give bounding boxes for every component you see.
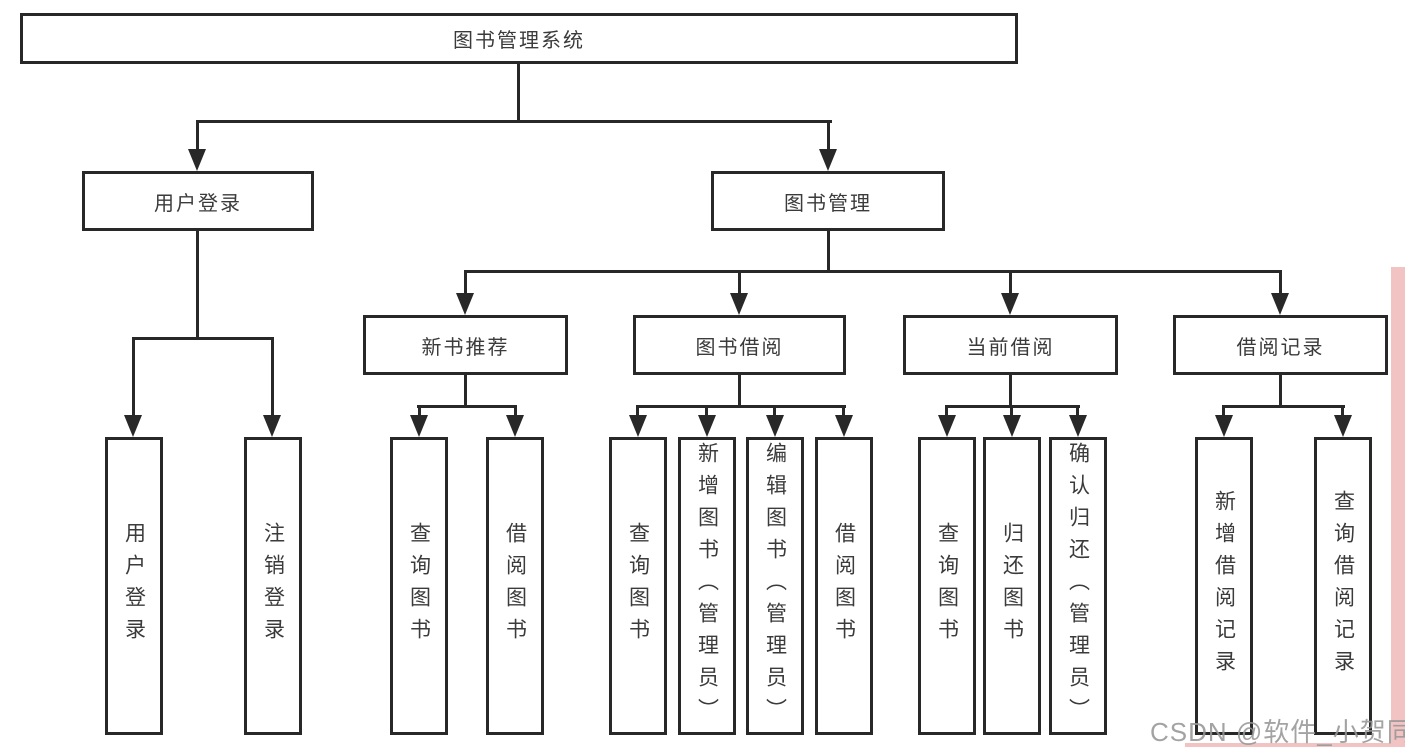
leaf-records-query-record: 查询借阅记录 (1314, 437, 1372, 735)
connector-line (464, 374, 467, 407)
leaf-borrow-query-books: 查询图书 (609, 437, 667, 735)
connector-line (636, 405, 639, 419)
node-library-system-label: 图书管理系统 (453, 30, 585, 52)
node-library-system: 图书管理系统 (20, 13, 1018, 64)
arrow-down-icon (819, 149, 837, 171)
leaf-user-login-label: 用户登录 (122, 522, 146, 650)
arrow-down-icon (1215, 415, 1233, 437)
node-book-management: 图书管理 (711, 171, 945, 231)
leaf-logout-label: 注销登录 (261, 522, 285, 650)
leaf-records-query-record-label: 查询借阅记录 (1331, 490, 1355, 682)
arrow-down-icon (766, 415, 784, 437)
arrow-down-icon (629, 415, 647, 437)
leaf-current-confirm-return-admin: 确认归还（管理员） (1049, 437, 1107, 735)
connector-line (827, 231, 830, 272)
connector-line (827, 120, 830, 152)
arrow-down-icon (1003, 415, 1021, 437)
leaf-user-login: 用户登录 (105, 437, 163, 735)
leaf-newbook-query-books: 查询图书 (390, 437, 448, 735)
connector-line (1009, 270, 1012, 296)
leaf-borrow-edit-books-admin-label: 编辑图书（管理员） (763, 442, 787, 730)
leaf-records-add-record-label: 新增借阅记录 (1212, 490, 1236, 682)
edge-highlight-strip-bottom (1185, 743, 1405, 747)
connector-line (517, 64, 520, 122)
leaf-borrow-edit-books-admin: 编辑图书（管理员） (746, 437, 804, 735)
connector-line (1009, 374, 1012, 407)
connector-line (1279, 270, 1282, 296)
connector-line (636, 405, 846, 408)
arrow-down-icon (1271, 293, 1289, 315)
leaf-borrow-borrow-books: 借阅图书 (815, 437, 873, 735)
connector-line (773, 405, 776, 419)
arrow-down-icon (506, 415, 524, 437)
arrow-down-icon (1001, 293, 1019, 315)
connector-line (464, 270, 467, 296)
node-book-borrow: 图书借阅 (633, 315, 846, 375)
leaf-borrow-add-books-admin-label: 新增图书（管理员） (695, 442, 719, 730)
leaf-current-confirm-return-admin-label: 确认归还（管理员） (1066, 442, 1090, 730)
connector-line (271, 337, 274, 422)
node-current-borrow: 当前借阅 (903, 315, 1118, 375)
connector-line (196, 120, 199, 152)
connector-line (132, 337, 274, 340)
node-current-borrow-label: 当前借阅 (966, 336, 1055, 359)
connector-line (1010, 405, 1013, 419)
arrow-down-icon (263, 415, 281, 437)
connector-line (196, 231, 199, 339)
leaf-borrow-query-books-label: 查询图书 (626, 522, 650, 650)
connector-line (1222, 405, 1345, 408)
connector-line (417, 405, 517, 408)
arrow-down-icon (835, 415, 853, 437)
node-user-login: 用户登录 (82, 171, 314, 231)
leaf-newbook-borrow-books-label: 借阅图书 (503, 522, 527, 650)
connector-line (418, 405, 421, 419)
connector-line (1222, 405, 1225, 419)
leaf-newbook-query-books-label: 查询图书 (407, 522, 431, 650)
leaf-logout: 注销登录 (244, 437, 302, 735)
node-borrow-records: 借阅记录 (1173, 315, 1388, 375)
connector-line (842, 405, 845, 419)
arrow-down-icon (188, 149, 206, 171)
connector-line (738, 374, 741, 407)
connector-line (1341, 405, 1344, 419)
leaf-borrow-add-books-admin: 新增图书（管理员） (678, 437, 736, 735)
node-user-login-label: 用户登录 (154, 192, 242, 215)
connector-line (514, 405, 517, 419)
connector-line (705, 405, 708, 419)
leaf-current-return-books: 归还图书 (983, 437, 1041, 735)
arrow-down-icon (124, 415, 142, 437)
arrow-down-icon (730, 293, 748, 315)
leaf-current-query-books: 查询图书 (918, 437, 976, 735)
node-borrow-records-label: 借阅记录 (1236, 336, 1325, 359)
leaf-newbook-borrow-books: 借阅图书 (486, 437, 544, 735)
node-new-book-recommend-label: 新书推荐 (421, 336, 510, 359)
arrow-down-icon (1334, 415, 1352, 437)
connector-line (1279, 374, 1282, 407)
leaf-borrow-borrow-books-label: 借阅图书 (832, 522, 856, 650)
edge-highlight-strip-right (1391, 267, 1405, 747)
connector-line (1076, 405, 1079, 419)
arrow-down-icon (698, 415, 716, 437)
leaf-current-query-books-label: 查询图书 (935, 522, 959, 650)
arrow-down-icon (1069, 415, 1087, 437)
csdn-watermark: CSDN @软件_小贺同学 (1150, 717, 1405, 747)
connector-line (132, 337, 135, 422)
arrow-down-icon (410, 415, 428, 437)
node-new-book-recommend: 新书推荐 (363, 315, 568, 375)
connector-line (738, 270, 741, 296)
connector-line (196, 120, 832, 123)
arrow-down-icon (456, 293, 474, 315)
node-book-management-label: 图书管理 (784, 192, 872, 215)
node-book-borrow-label: 图书借阅 (695, 336, 784, 359)
leaf-records-add-record: 新增借阅记录 (1195, 437, 1253, 735)
leaf-current-return-books-label: 归还图书 (1000, 522, 1024, 650)
arrow-down-icon (938, 415, 956, 437)
connector-line (465, 270, 1282, 273)
connector-line (945, 405, 948, 419)
